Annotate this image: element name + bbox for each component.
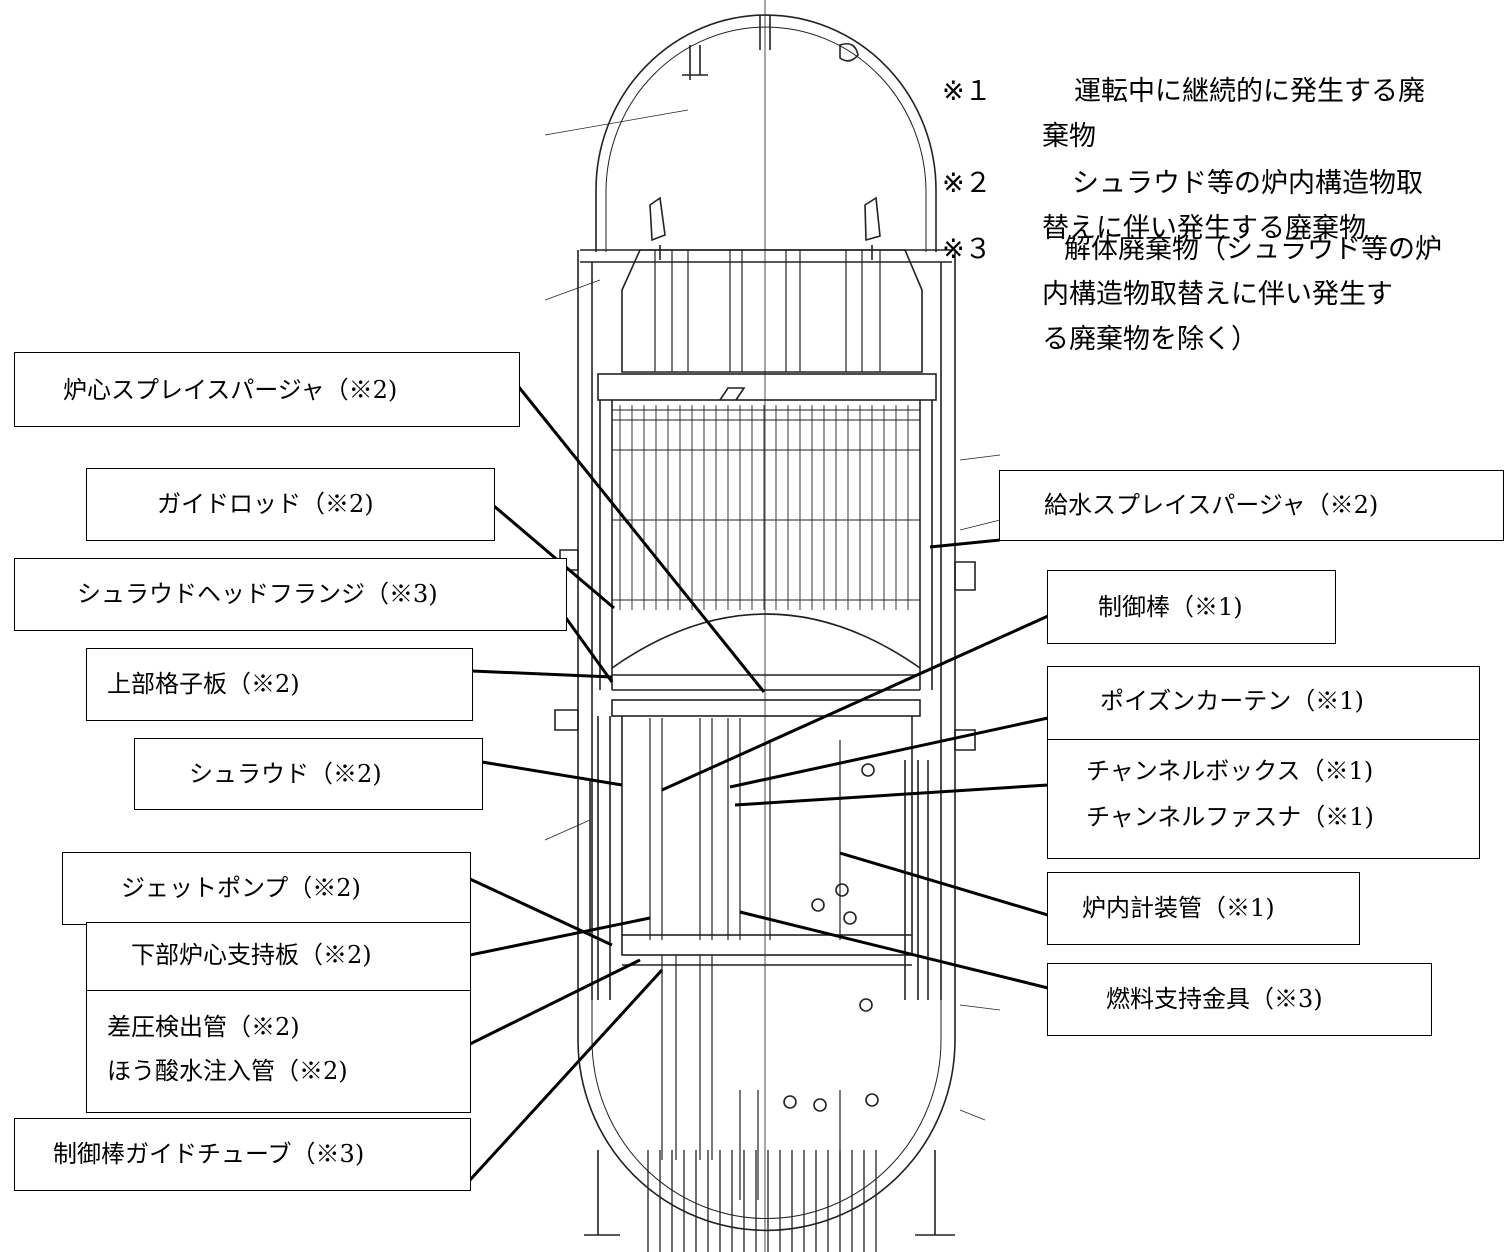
label-divider [1048,739,1479,740]
leader-core-spray [516,385,766,693]
label-shroud-head-flange: シュラウドヘッドフランジ（※3) [14,558,567,631]
note-2: ※２ シュラウド等の炉内構造物取 替えに伴い発生する廃棄物 [942,170,1508,250]
label-text: 上部格子板（※2) [107,670,300,698]
note-3-line-3: る廃棄物を除く） [1042,324,1258,355]
vessel-bottom-head [577,1000,956,1232]
leader-poison-curtain [729,716,1049,789]
leader-shroud [481,760,623,787]
note-2-line-1: シュラウド等の炉内構造物取 [1072,168,1423,199]
label-text: チャンネルファスナ（※1) [1086,803,1374,831]
leader-core-support [469,916,651,957]
label-text: ほう酸水注入管（※2) [107,1057,348,1085]
label-text: 給水スプレイスパージャ（※2) [1044,491,1379,519]
label-core-spray-sparger: 炉心スプレイスパージャ（※2) [14,352,520,427]
note-2-mark: ※２ [942,168,992,199]
label-jet-pump: ジェットポンプ（※2) [62,852,471,925]
note-3-line-1: 解体廃棄物（シュラウド等の炉 [1064,234,1442,265]
leader-channel-box [734,783,1049,807]
leader-dp-line [469,958,641,1046]
label-guide-rod: ガイドロッド（※2) [86,468,495,541]
label-text: ジェットポンプ（※2) [121,874,361,902]
label-text: ガイドロッド（※2) [157,490,374,518]
label-fuel-support: 燃料支持金具（※3) [1047,963,1432,1036]
note-3-line-2: 内構造物取替えに伴い発生す [1042,279,1393,310]
label-feedwater-sparger: 給水スプレイスパージャ（※2) [999,470,1504,541]
leader-guide-rod [493,504,615,610]
note-1-line-2: 棄物 [1042,121,1096,152]
label-control-rod: 制御棒（※1) [1047,570,1336,644]
label-text: ポイズンカーテン（※1) [1100,687,1364,715]
label-text: シュラウド（※2) [189,760,382,788]
leader-shroud-head-flange [564,617,614,683]
leader-jet-pump [469,877,613,947]
label-shroud: シュラウド（※2) [134,738,483,810]
label-text: 炉心スプレイスパージャ（※2) [63,376,398,404]
label-text: 炉内計装管（※1) [1082,894,1275,922]
note-1-mark: ※１ [942,76,992,107]
label-text: チャンネルボックス（※1) [1086,757,1374,785]
label-text: 燃料支持金具（※3) [1106,985,1323,1013]
note-3-mark: ※３ [942,234,992,265]
label-text: 差圧検出管（※2) [107,1013,300,1041]
label-top-guide: 上部格子板（※2) [86,648,473,721]
label-core-support-plate: 下部炉心支持板（※2) [86,922,471,992]
note-3: ※３ 解体廃棄物（シュラウド等の炉 内構造物取替えに伴い発生す る廃棄物を除く） [942,236,1508,366]
leader-incore [839,851,1049,917]
label-text: シュラウドヘッドフランジ（※3) [77,580,438,608]
vessel-top-head [595,14,937,252]
label-incore-tube: 炉内計装管（※1) [1047,872,1360,945]
note-1: ※１ 運転中に継続的に発生する廃 棄物 [942,78,1508,158]
leader-control-rod [661,614,1049,792]
leader-top-guide [471,669,613,679]
note-2-line-2: 替えに伴い発生する廃棄物 [1042,213,1366,244]
shroud-head [611,613,921,669]
shroud-wall [621,716,913,935]
label-text: 制御棒（※1) [1098,593,1243,621]
label-crd-guide-tube: 制御棒ガイドチューブ（※3) [14,1118,471,1191]
label-dp-and-boric-lines: 差圧検出管（※2) ほう酸水注入管（※2) [86,990,471,1113]
label-text: 下部炉心支持板（※2) [131,941,372,969]
note-1-line-1: 運転中に継続的に発生する廃 [1074,76,1425,107]
leader-feedwater [929,538,1001,549]
label-text: 制御棒ガイドチューブ（※3) [53,1140,365,1168]
leader-fuel-support [739,910,1049,990]
label-poison-and-channel: ポイズンカーテン（※1) チャンネルボックス（※1) チャンネルファスナ（※1) [1047,666,1480,859]
leader-crd-guide [468,968,664,1182]
